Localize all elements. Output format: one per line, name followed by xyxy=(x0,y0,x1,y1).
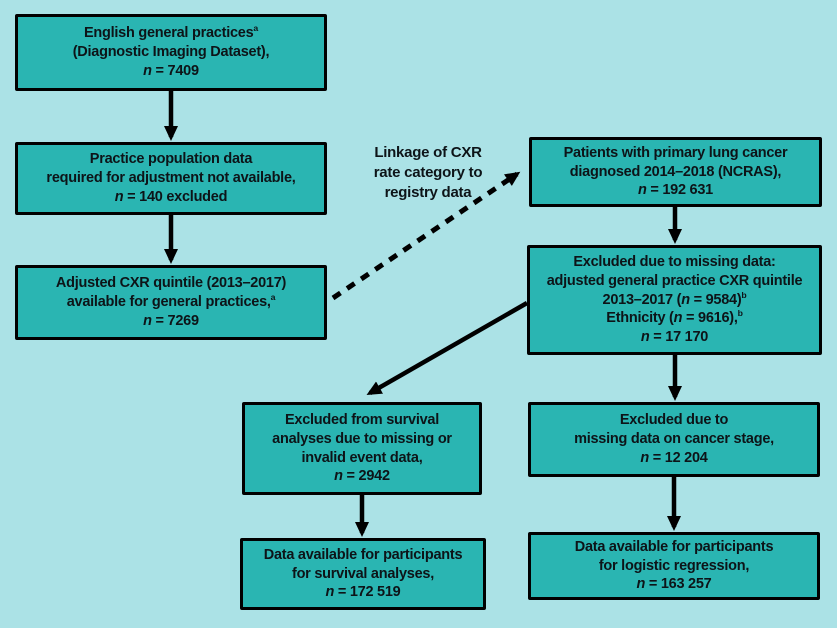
box-excluded-missing-data: Excluded due to missing data:adjusted ge… xyxy=(527,245,822,355)
box-english-practices: English general practicesa(Diagnostic Im… xyxy=(15,14,327,91)
arrow-missingdata-to-survival xyxy=(366,301,529,395)
box-adjusted-quintile: Adjusted CXR quintile (2013–2017)availab… xyxy=(15,265,327,340)
box-english-practices-text: English general practicesa(Diagnostic Im… xyxy=(72,23,270,79)
box-adjusted-quintile-text: Adjusted CXR quintile (2013–2017)availab… xyxy=(55,275,287,329)
box-excluded-missing-data-text: Excluded due to missing data:adjusted ge… xyxy=(546,253,803,346)
